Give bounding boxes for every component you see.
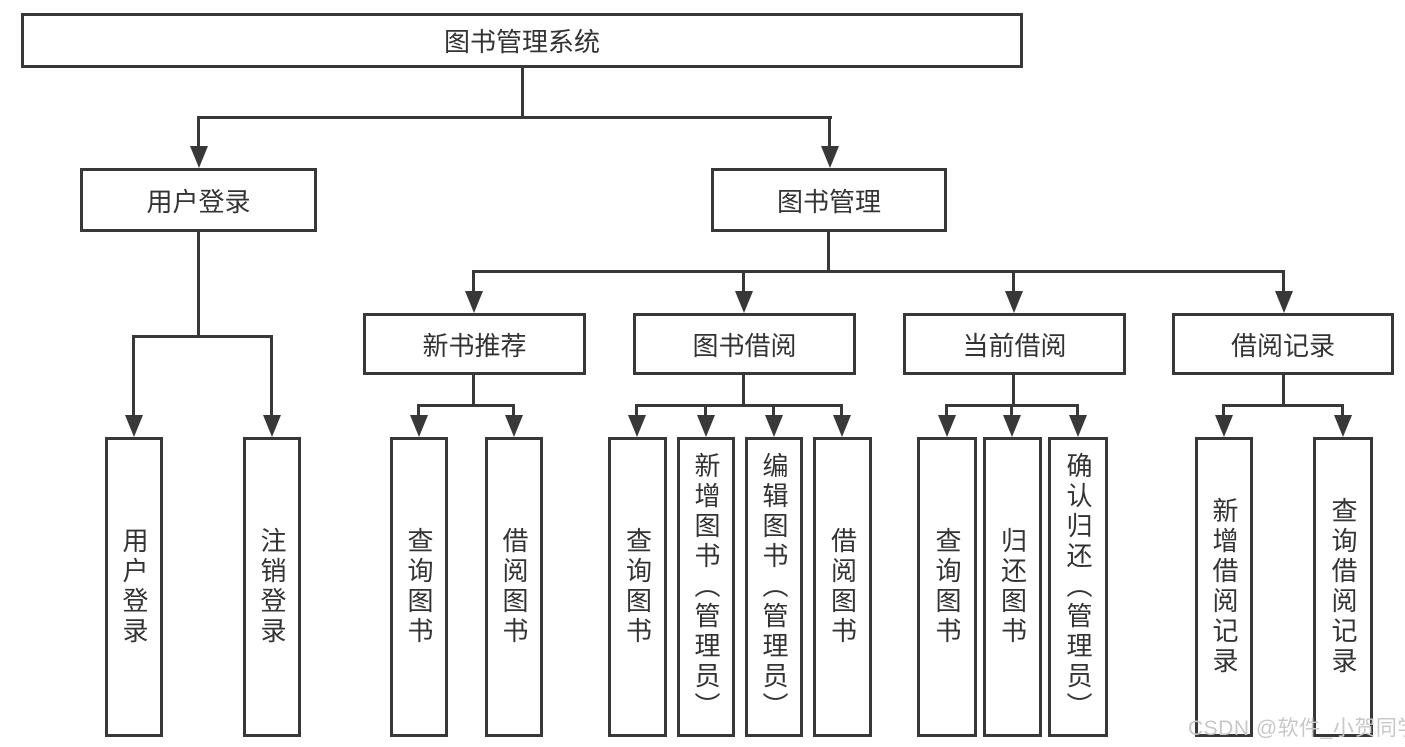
arrowhead-down: [465, 291, 483, 313]
connector-newbook-stem: [472, 375, 475, 407]
connector-bookmgmt-stem: [827, 232, 830, 273]
connector-leg: [512, 404, 515, 419]
connector-borrowing-stem: [742, 375, 745, 407]
leaf-borrowing-query-books: 查询图书: [608, 437, 667, 737]
leaf-label: 编辑图书（管理员）: [759, 452, 789, 722]
connector-leg: [1341, 404, 1344, 419]
leaf-label: 借阅图书: [827, 527, 858, 647]
connector-root-branch: [197, 116, 832, 119]
leaf-logout: 注销登录: [243, 437, 301, 737]
leaf-borrowing-borrow-books: 借阅图书: [813, 437, 872, 737]
connector-leg: [270, 335, 273, 419]
leaf-label: 确认归还（管理员）: [1063, 452, 1093, 722]
connector-bookmgmt-branch: [472, 270, 1283, 273]
leaf-borrowing-add-books-admin: 新增图书（管理员）: [677, 437, 735, 737]
leaf-borrowing-edit-books-admin: 编辑图书（管理员）: [745, 437, 803, 737]
arrowhead-down: [263, 415, 281, 437]
arrowhead-down: [1215, 415, 1233, 437]
arrowhead-down: [1005, 291, 1023, 313]
connector-leg: [635, 404, 638, 419]
arrowhead-down: [833, 415, 851, 437]
connector-leg: [1012, 270, 1015, 295]
csdn-watermark: CSDN @软件_小贺同学: [1188, 717, 1405, 740]
arrowhead-down: [1334, 415, 1352, 437]
leaf-label: 查询图书: [622, 527, 653, 647]
arrowhead-down: [1003, 415, 1021, 437]
arrowhead-down: [1069, 415, 1087, 437]
node-system-root: 图书管理系统: [21, 13, 1023, 68]
arrowhead-down: [765, 415, 783, 437]
arrowhead-down: [190, 146, 208, 168]
connector-current-stem: [1012, 375, 1015, 407]
connector-leg: [828, 116, 831, 150]
arrowhead-down: [505, 415, 523, 437]
connector-leg: [472, 270, 475, 295]
connector-root-stem: [521, 68, 524, 118]
connector-leg: [1010, 404, 1013, 419]
arrowhead-down: [1275, 291, 1293, 313]
connector-newbook-branch: [417, 404, 515, 407]
connector-leg: [132, 335, 135, 419]
arrowhead-down: [125, 415, 143, 437]
connector-leg: [840, 404, 843, 419]
leaf-label: 查询图书: [932, 527, 962, 647]
connector-leg: [1222, 404, 1225, 419]
node-user-login: 用户登录: [80, 168, 317, 232]
connector-records-stem: [1282, 375, 1285, 407]
leaf-current-query-books: 查询图书: [917, 437, 977, 737]
node-borrowing-records: 借阅记录: [1172, 313, 1394, 375]
leaf-user-login: 用户登录: [105, 437, 163, 737]
leaf-label: 查询借阅记录: [1328, 497, 1358, 677]
connector-leg: [1076, 404, 1079, 419]
connector-leg: [197, 116, 200, 150]
node-new-book-recommend: 新书推荐: [363, 313, 586, 375]
leaf-current-confirm-return-admin: 确认归还（管理员）: [1048, 437, 1108, 737]
arrowhead-down: [821, 146, 839, 168]
connector-leg: [704, 404, 707, 419]
leaf-label: 新增借阅记录: [1209, 497, 1239, 677]
connector-leg: [772, 404, 775, 419]
node-book-borrowing: 图书借阅: [633, 313, 856, 375]
leaf-label: 归还图书: [997, 527, 1028, 647]
connector-leg: [417, 404, 420, 419]
arrowhead-down: [938, 415, 956, 437]
leaf-records-query-record: 查询借阅记录: [1313, 437, 1373, 737]
leaf-newbook-borrow-books: 借阅图书: [485, 437, 543, 737]
connector-borrowing-branch: [635, 404, 843, 407]
leaf-records-add-record: 新增借阅记录: [1195, 437, 1253, 737]
node-book-management: 图书管理: [711, 168, 947, 232]
connector-leg: [945, 404, 948, 419]
arrowhead-down: [628, 415, 646, 437]
connector-leg: [742, 270, 745, 295]
leaf-label: 新增图书（管理员）: [691, 452, 721, 722]
connector-userlogin-stem: [197, 232, 200, 338]
leaf-label: 注销登录: [257, 527, 287, 647]
connector-records-branch: [1222, 404, 1344, 407]
arrowhead-down: [697, 415, 715, 437]
node-current-borrowing: 当前借阅: [903, 313, 1126, 375]
leaf-newbook-query-books: 查询图书: [390, 437, 448, 737]
connector-userlogin-branch: [132, 335, 273, 338]
connector-leg: [1282, 270, 1285, 295]
leaf-label: 借阅图书: [499, 527, 529, 647]
arrowhead-down: [735, 291, 753, 313]
leaf-label: 查询图书: [404, 527, 434, 647]
arrowhead-down: [410, 415, 428, 437]
leaf-label: 用户登录: [119, 527, 149, 647]
leaf-current-return-books: 归还图书: [983, 437, 1042, 737]
